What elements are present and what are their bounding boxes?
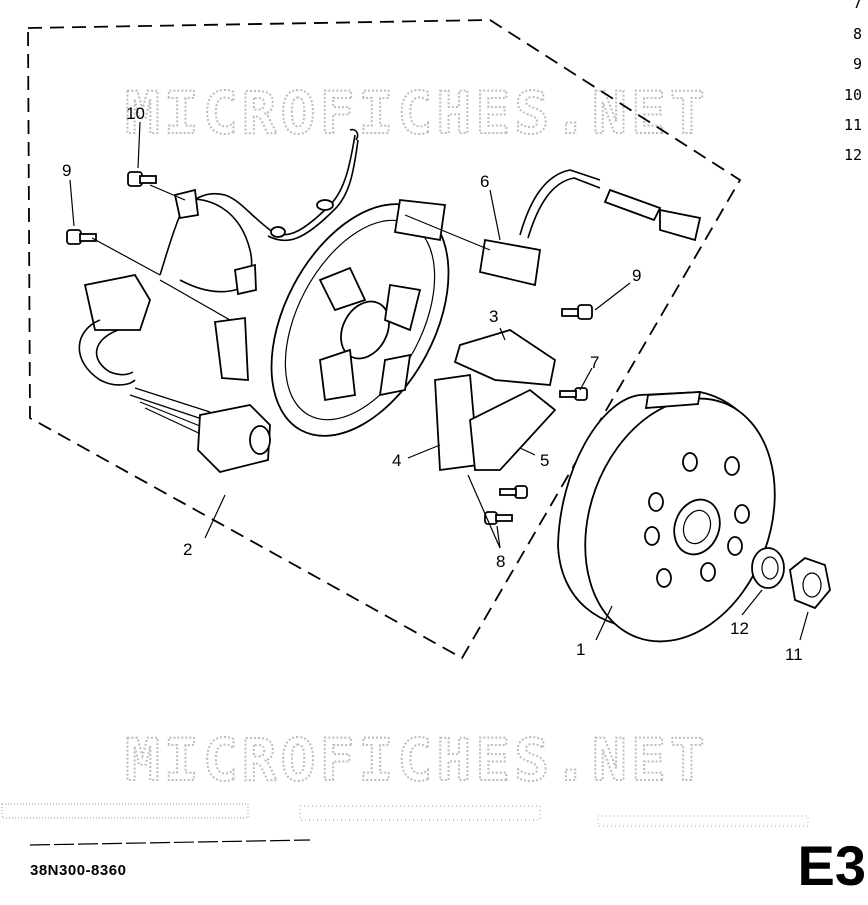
washer: [751, 547, 785, 589]
watermark-top: MICROFICHES.NET: [125, 79, 709, 147]
callout-6: 6: [480, 172, 489, 191]
stator-base-plate: [270, 199, 450, 437]
side-number-10: 10: [843, 86, 862, 104]
sheet-id: E3: [797, 834, 867, 897]
flywheel-rotor: [557, 391, 776, 643]
callout-7: 7: [590, 353, 599, 372]
side-number-8: 8: [852, 25, 862, 43]
side-number-7: 7: [852, 0, 862, 12]
side-number-12: 12: [843, 146, 862, 164]
stator-coils: [434, 329, 557, 472]
wiring-harness: [159, 128, 359, 296]
side-number-11: 11: [843, 116, 862, 134]
callout-4: 4: [392, 451, 401, 470]
callout-11: 11: [785, 645, 803, 664]
leader-lines: [69, 121, 809, 641]
callout-9-right: 9: [632, 266, 641, 285]
callout-10: 10: [126, 104, 145, 123]
callout-9-left: 9: [62, 161, 71, 180]
callout-12: 12: [730, 619, 749, 638]
bolts: [66, 171, 593, 525]
callout-1: 1: [576, 640, 585, 659]
nut: [789, 556, 831, 610]
callout-3: 3: [489, 307, 498, 326]
side-number-9: 9: [852, 55, 862, 73]
grommet-cable: [78, 273, 249, 386]
smudged-print: [1, 803, 809, 827]
callout-2: 2: [183, 540, 192, 559]
pickup-coil: [404, 169, 702, 287]
connector-plug: [129, 387, 271, 473]
callout-5: 5: [540, 451, 549, 470]
watermark-bottom: MICROFICHES.NET: [125, 726, 709, 794]
part-code: 38N300-8360: [30, 862, 127, 879]
bottom-rule: [29, 839, 311, 846]
callout-8: 8: [496, 552, 505, 571]
